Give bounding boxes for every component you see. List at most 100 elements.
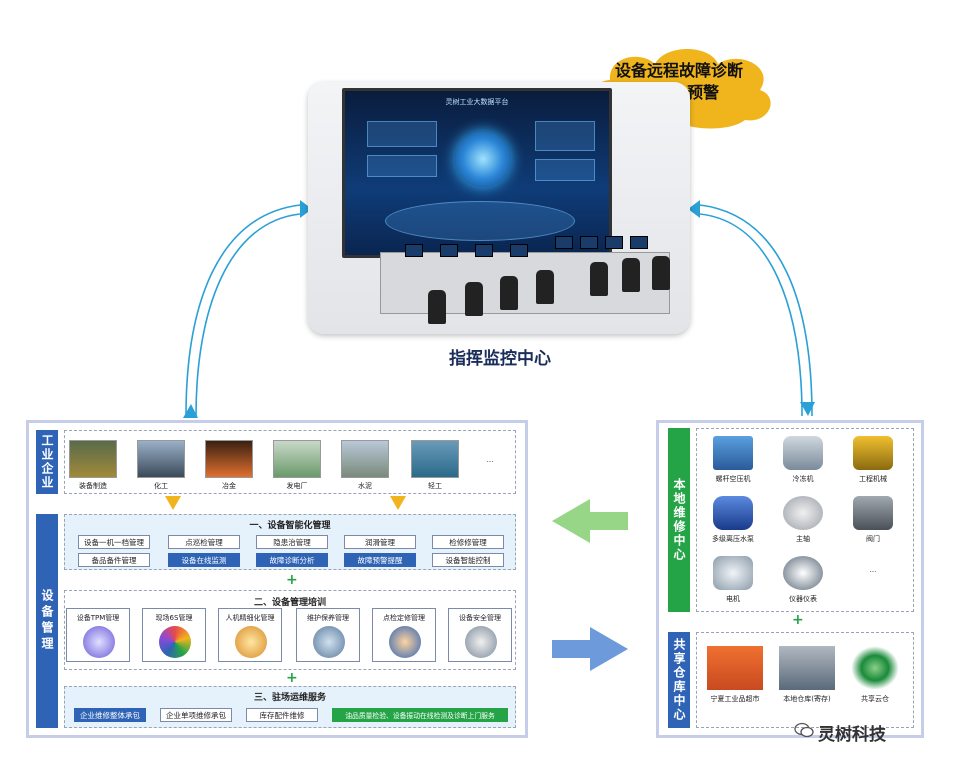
industry-label: 工业企业 — [36, 430, 58, 494]
management-label: 设备管理 — [36, 514, 58, 728]
monitor — [580, 236, 598, 249]
equipment-item: 工程机械 — [842, 436, 904, 484]
maintenance-icon — [313, 626, 345, 658]
warehouse-item: 宁夏工业品超市 — [700, 646, 770, 704]
equipment-label: 螺杆空压机 — [715, 475, 751, 483]
industry-item: 轻工 — [410, 440, 460, 491]
industry-item: 发电厂 — [272, 440, 322, 491]
industry-item: 冶金 — [204, 440, 254, 491]
down-arrow-icon — [390, 496, 406, 510]
training-card[interactable]: 现场6S管理 — [142, 608, 206, 662]
chair — [428, 290, 446, 324]
service-button[interactable]: 企业维修整体承包 — [74, 708, 146, 722]
video-wall: 灵树工业大数据平台 — [342, 88, 612, 258]
training-card[interactable]: 点检定修管理 — [372, 608, 436, 662]
service-button[interactable]: 油品质量检验、设备振动在线检测及诊断上门服务 — [332, 708, 508, 722]
equipment-item: 仪器仪表 — [772, 556, 834, 604]
management-label-text: 设备管理 — [40, 589, 54, 653]
down-arrow-icon — [165, 496, 181, 510]
equipment-more: ... — [869, 566, 877, 574]
warehouse-item: 共享云仓 — [842, 646, 908, 704]
warehouse-label: 共享云仓 — [861, 695, 889, 703]
training-card-label: 设备TPM管理 — [76, 614, 120, 622]
screen-panel — [367, 121, 437, 147]
screen-panel — [367, 155, 437, 177]
training-card-label: 点检定修管理 — [383, 614, 425, 622]
chair — [622, 258, 640, 292]
inspector-icon — [389, 626, 421, 658]
chair — [465, 282, 483, 316]
training-card[interactable]: 设备TPM管理 — [66, 608, 130, 662]
monitor — [555, 236, 573, 249]
industry-item-label: 化工 — [154, 482, 168, 490]
industry-item-label: 水泥 — [358, 482, 372, 490]
equipment-item: 螺杆空压机 — [702, 436, 764, 484]
equipment-label: 工程机械 — [859, 475, 887, 483]
screen-title: 灵树工业大数据平台 — [445, 98, 509, 106]
equipment-item: 冷冻机 — [772, 436, 834, 484]
training-card-label: 维护保养管理 — [307, 614, 349, 622]
feature-button[interactable]: 设备智能控制 — [432, 553, 504, 567]
tpm-icon — [83, 626, 115, 658]
chair — [500, 276, 518, 310]
monitor — [510, 244, 528, 257]
warehouse-item: 本地仓库(寄存) — [772, 646, 842, 704]
service-button[interactable]: 库存配件维修 — [246, 708, 318, 722]
feature-button-highlight[interactable]: 故障预警提醒 — [344, 553, 416, 567]
equipment-label: 电机 — [726, 595, 740, 603]
industry-item: 装备制造 — [68, 440, 118, 491]
industry-label-text: 工业企业 — [40, 434, 54, 490]
cloud-line-1: 设备远程故障诊断 — [614, 61, 743, 80]
industry-item: 化工 — [136, 440, 186, 491]
equipment-label: 主轴 — [796, 535, 810, 543]
monitor — [405, 244, 423, 257]
training-card-label: 现场6S管理 — [155, 614, 193, 622]
industry-row — [64, 430, 516, 494]
feature-button-highlight[interactable]: 设备在线监测 — [168, 553, 240, 567]
chair — [536, 270, 554, 304]
training-card[interactable]: 设备安全管理 — [448, 608, 512, 662]
feature-button-highlight[interactable]: 故障诊断分析 — [256, 553, 328, 567]
section-title: 三、驻场运维服务 — [253, 693, 326, 703]
training-card-label: 人机精细化管理 — [225, 614, 275, 622]
screen-panel — [535, 121, 595, 151]
training-card[interactable]: 人机精细化管理 — [218, 608, 282, 662]
chair — [590, 262, 608, 296]
plus-icon: + — [792, 612, 804, 628]
local-repair-area — [696, 428, 914, 612]
feature-button[interactable]: 设备一机一档管理 — [78, 535, 150, 549]
screen-orb — [455, 131, 511, 187]
equipment-label: 冷冻机 — [792, 475, 814, 483]
equipment-label: 仪器仪表 — [789, 595, 817, 603]
plus-icon: + — [286, 572, 298, 588]
control-center-label: 指挥监控中心 — [449, 349, 551, 369]
shared-warehouse-label: 共享仓库中心 — [668, 632, 690, 728]
industry-item-label: 冶金 — [222, 482, 236, 490]
section-title: 二、设备管理培训 — [253, 598, 326, 608]
training-card-label: 设备安全管理 — [459, 614, 501, 622]
feature-button[interactable]: 点巡检管理 — [168, 535, 240, 549]
equipment-item: 阀门 — [842, 496, 904, 544]
equipment-item: 电机 — [702, 556, 764, 604]
section-title: 一、设备智能化管理 — [249, 521, 331, 531]
equipment-label: 多级离压水泵 — [712, 535, 754, 543]
watermark: 灵树科技 — [818, 725, 886, 745]
network-icon — [235, 626, 267, 658]
wechat-icon — [794, 722, 814, 738]
plus-icon: + — [286, 670, 298, 686]
feature-button[interactable]: 润滑管理 — [344, 535, 416, 549]
industry-item-label: 发电厂 — [286, 482, 308, 490]
warehouse-label: 本地仓库(寄存) — [783, 695, 831, 703]
shared-warehouse-label-text: 共享仓库中心 — [672, 638, 686, 722]
training-card[interactable]: 维护保养管理 — [296, 608, 360, 662]
section-training: 二、设备管理培训 — [64, 590, 516, 670]
feature-button[interactable]: 隐患治管理 — [256, 535, 328, 549]
monitor — [475, 244, 493, 257]
industry-item-label: 轻工 — [428, 482, 442, 490]
service-button[interactable]: 企业单项维修承包 — [160, 708, 232, 722]
equipment-item: 主轴 — [772, 496, 834, 544]
feature-button[interactable]: 备品备件管理 — [78, 553, 150, 567]
local-repair-label-text: 本地维修中心 — [672, 478, 686, 562]
feature-button[interactable]: 检修修管理 — [432, 535, 504, 549]
